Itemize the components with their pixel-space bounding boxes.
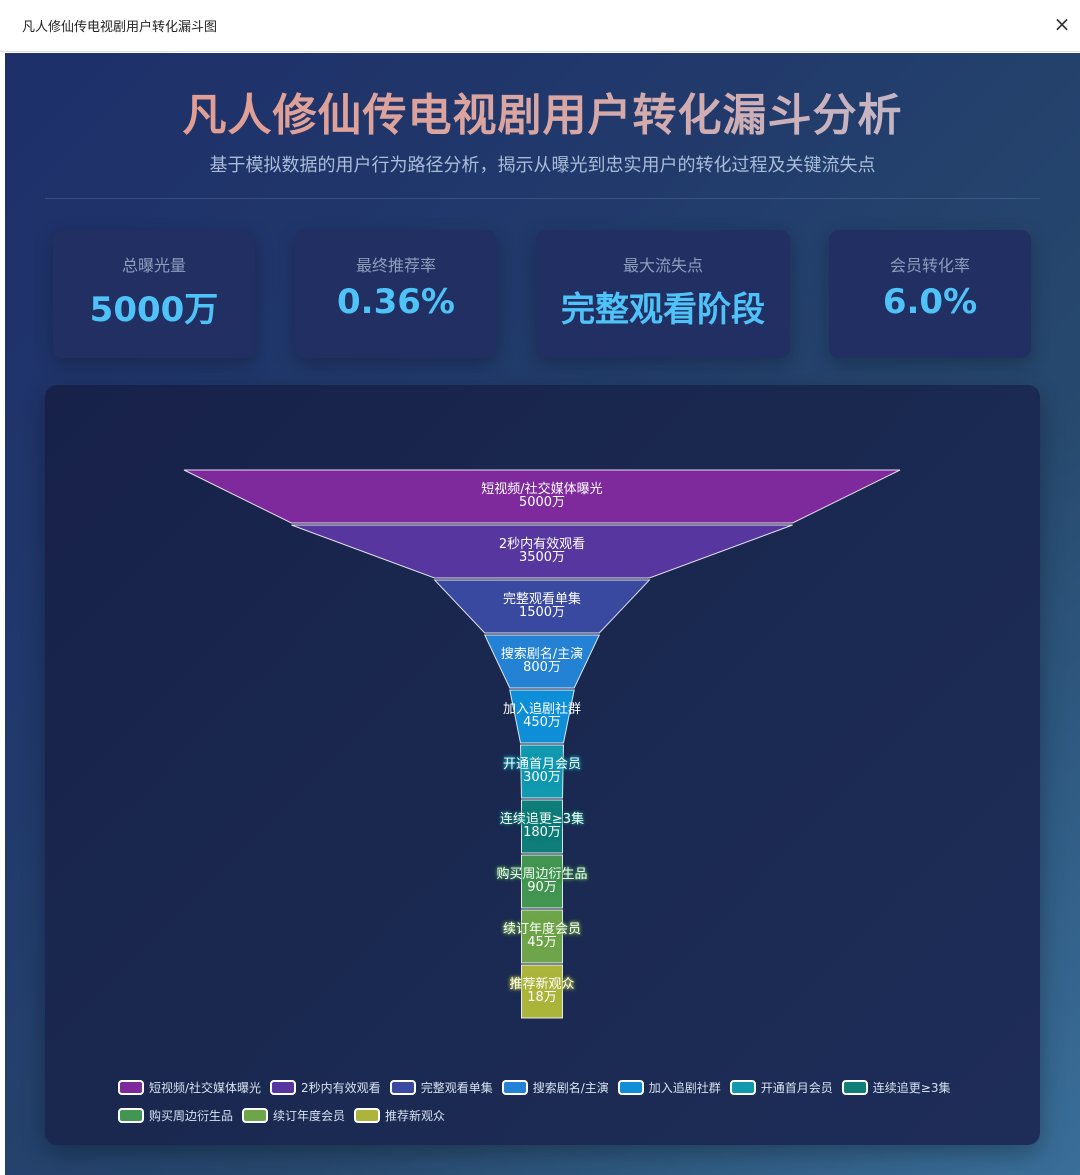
funnel-segment[interactable] [521, 964, 563, 1019]
stat-value: 5000万 [89, 290, 219, 330]
funnel-chart [183, 469, 901, 1019]
legend-label: 推荐新观众 [385, 1108, 446, 1123]
stat-label: 最大流失点 [622, 256, 703, 275]
stat-value: 6.0% [882, 282, 978, 322]
funnel-segment[interactable] [433, 579, 651, 634]
segment-value: 5000万 [518, 495, 566, 510]
stat-value: 完整观看阶段 [561, 290, 765, 330]
legend-item[interactable]: 短视频/社交媒体曝光 [118, 1079, 261, 1096]
segment-value: 18万 [527, 990, 557, 1005]
header-divider [45, 198, 1040, 199]
chart-legend: 短视频/社交媒体曝光 2秒内有效观看 完整观看单集 搜索剧名/主演 加入追剧社群… [118, 1073, 998, 1129]
legend-label: 连续追更≥3集 [872, 1080, 951, 1095]
legend-row-1: 短视频/社交媒体曝光 2秒内有效观看 完整观看单集 搜索剧名/主演 加入追剧社群… [118, 1073, 998, 1101]
legend-swatch-icon [729, 1079, 756, 1095]
segment-name: 推荐新观众 [509, 977, 575, 992]
legend-item[interactable]: 2秒内有效观看 [270, 1079, 381, 1096]
stat-card-max-drop-point: 最大流失点 完整观看阶段 [536, 230, 790, 358]
stat-card-final-referral-rate: 最终推荐率 0.36% [295, 230, 497, 358]
segment-value: 1500万 [518, 605, 566, 620]
legend-swatch-icon [118, 1079, 144, 1095]
stat-label: 会员转化率 [889, 256, 970, 275]
segment-value: 45万 [527, 935, 557, 950]
legend-label: 搜索剧名/主演 [532, 1080, 609, 1095]
legend-label: 短视频/社交媒体曝光 [149, 1080, 262, 1095]
legend-item[interactable]: 续订年度会员 [242, 1107, 345, 1124]
legend-label: 购买周边衍生品 [149, 1108, 234, 1123]
segment-value: 90万 [527, 880, 557, 895]
segment-value: 800万 [523, 660, 561, 675]
legend-swatch-icon [389, 1079, 416, 1095]
legend-swatch-icon [841, 1079, 868, 1095]
segment-name: 搜索剧名/主演 [500, 647, 584, 662]
stat-card-member-conversion: 会员转化率 6.0% [829, 230, 1031, 358]
stat-value: 0.36% [337, 282, 455, 322]
legend-label: 续订年度会员 [273, 1108, 346, 1123]
segment-name: 购买周边衍生品 [496, 867, 588, 882]
funnel-segment[interactable] [521, 909, 563, 964]
legend-item[interactable]: 完整观看单集 [389, 1079, 493, 1096]
page-title: 凡人修仙传电视剧用户转化漏斗分析 [5, 79, 1080, 143]
stat-card-total-exposure: 总曝光量 5000万 [53, 230, 255, 358]
funnel-segment[interactable] [291, 524, 793, 579]
legend-label: 开通首月会员 [760, 1080, 833, 1095]
segment-value: 180万 [523, 825, 561, 840]
window-titlebar: 凡人修仙传电视剧用户转化漏斗图 × [0, 0, 1080, 52]
segment-value: 300万 [523, 770, 561, 785]
legend-row-2: 购买周边衍生品 续订年度会员 推荐新观众 [118, 1101, 998, 1129]
legend-swatch-icon [617, 1079, 644, 1095]
funnel-segment[interactable] [509, 689, 575, 744]
legend-item[interactable]: 开通首月会员 [729, 1079, 833, 1096]
legend-swatch-icon [242, 1107, 269, 1123]
page-subtitle: 基于模拟数据的用户行为路径分析，揭示从曝光到忠实用户的转化过程及关键流失点 [209, 155, 876, 176]
legend-swatch-icon [354, 1107, 381, 1123]
legend-item[interactable]: 连续追更≥3集 [841, 1079, 951, 1096]
segment-value: 450万 [523, 715, 561, 730]
legend-item[interactable]: 推荐新观众 [354, 1107, 445, 1124]
legend-swatch-icon [118, 1107, 144, 1123]
legend-swatch-icon [501, 1079, 528, 1095]
legend-label: 2秒内有效观看 [301, 1080, 381, 1095]
segment-name: 加入追剧社群 [502, 702, 582, 717]
segment-name: 完整观看单集 [502, 592, 582, 607]
funnel-segment[interactable] [483, 634, 601, 689]
close-icon[interactable]: × [1053, 12, 1071, 36]
legend-item[interactable]: 搜索剧名/主演 [501, 1079, 609, 1096]
legend-swatch-icon [270, 1079, 297, 1095]
stat-label: 总曝光量 [121, 256, 186, 275]
dashboard: 凡人修仙传电视剧用户转化漏斗分析 基于模拟数据的用户行为路径分析，揭示从曝光到忠… [5, 53, 1080, 1175]
legend-label: 完整观看单集 [420, 1080, 493, 1095]
segment-name: 短视频/社交媒体曝光 [481, 482, 603, 497]
segment-name: 续订年度会员 [502, 922, 582, 937]
funnel-segment[interactable] [520, 744, 564, 799]
legend-item[interactable]: 加入追剧社群 [617, 1079, 721, 1096]
segment-name: 连续追更≥3集 [499, 812, 585, 827]
segment-name: 开通首月会员 [502, 757, 582, 772]
segment-value: 3500万 [518, 550, 566, 565]
segment-name: 2秒内有效观看 [498, 537, 586, 552]
funnel-segment[interactable] [521, 799, 563, 854]
funnel-segment[interactable] [183, 469, 901, 524]
legend-item[interactable]: 购买周边衍生品 [118, 1107, 233, 1124]
window-title: 凡人修仙传电视剧用户转化漏斗图 [22, 20, 218, 35]
legend-label: 加入追剧社群 [648, 1080, 721, 1095]
stat-label: 最终推荐率 [355, 256, 436, 275]
funnel-segment[interactable] [521, 854, 563, 909]
